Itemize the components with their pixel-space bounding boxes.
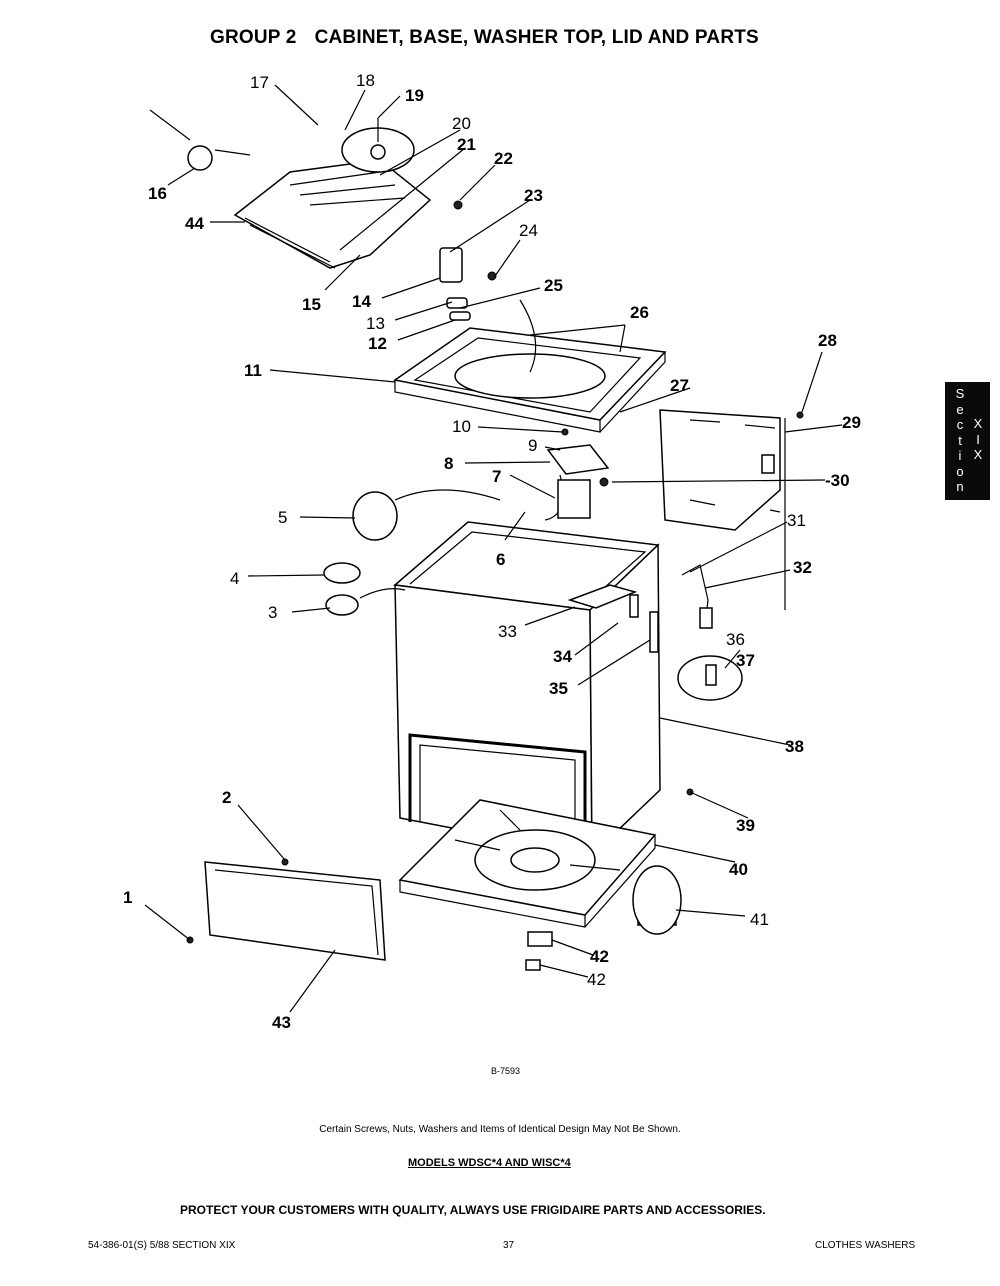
section-numeral: X I X bbox=[973, 416, 983, 462]
callout-2: 2 bbox=[222, 788, 231, 807]
models-line: MODELS WDSC*4 AND WISC*4 bbox=[408, 1157, 571, 1169]
callout-39: 39 bbox=[736, 816, 755, 835]
callout-8: 8 bbox=[444, 454, 453, 473]
footnote: Certain Screws, Nuts, Washers and Items … bbox=[319, 1124, 681, 1135]
callout-1: 1 bbox=[123, 888, 132, 907]
callout-31: 31 bbox=[787, 511, 806, 530]
callout-16: 16 bbox=[148, 184, 167, 203]
callout-labels: 1 2 3 4 5 6 7 8 9 10 11 12 13 14 15 16 1… bbox=[123, 71, 861, 1032]
callout-29: 29 bbox=[842, 413, 861, 432]
callout-30: -30 bbox=[825, 471, 850, 490]
callout-19: 19 bbox=[405, 86, 424, 105]
loose-parts bbox=[186, 411, 804, 971]
callout-26: 26 bbox=[630, 303, 649, 322]
drawing-reference: B-7593 bbox=[491, 1066, 521, 1076]
side-bracket bbox=[659, 409, 786, 610]
base bbox=[398, 799, 657, 928]
callout-24: 24 bbox=[519, 221, 538, 240]
callout-17: 17 bbox=[250, 73, 269, 92]
section-word: S e c t i o n bbox=[955, 386, 965, 494]
section-tab: S e c t i o n X I X bbox=[945, 382, 990, 500]
cabinet bbox=[393, 444, 661, 857]
protect-banner: PROTECT YOUR CUSTOMERS WITH QUALITY, ALW… bbox=[180, 1203, 766, 1217]
callout-42-upper: 42 bbox=[590, 947, 609, 966]
callout-5: 5 bbox=[278, 508, 287, 527]
callout-38: 38 bbox=[785, 737, 804, 756]
callout-11: 11 bbox=[244, 361, 262, 380]
callout-18: 18 bbox=[356, 71, 375, 90]
callout-36: 36 bbox=[726, 630, 745, 649]
callout-43: 43 bbox=[272, 1013, 291, 1032]
footer-section-name: CLOTHES WASHERS bbox=[815, 1240, 916, 1251]
callout-21: 21 bbox=[457, 135, 476, 154]
callout-25: 25 bbox=[544, 276, 563, 295]
callout-4: 4 bbox=[230, 569, 239, 588]
group-label: GROUP 2 bbox=[210, 27, 297, 48]
footer-doc-number: 54-386-01(S) 5/88 SECTION XIX bbox=[88, 1240, 236, 1251]
callout-6: 6 bbox=[496, 550, 505, 569]
page-title: GROUP 2 CABINET, BASE, WASHER TOP, LID AN… bbox=[210, 27, 759, 49]
callout-42-lower: 42 bbox=[587, 970, 606, 989]
callout-15: 15 bbox=[302, 295, 321, 314]
footer-page-number: 37 bbox=[503, 1240, 515, 1251]
front-panel bbox=[204, 861, 386, 961]
callout-12: 12 bbox=[368, 334, 387, 353]
callout-37: 37 bbox=[736, 651, 755, 670]
callout-22: 22 bbox=[494, 149, 513, 168]
callout-28: 28 bbox=[818, 331, 837, 350]
callout-13: 13 bbox=[366, 314, 385, 333]
callout-10: 10 bbox=[452, 417, 471, 436]
washer-top bbox=[393, 299, 667, 433]
callout-32: 32 bbox=[793, 558, 812, 577]
callout-14: 14 bbox=[352, 292, 371, 311]
group-title: CABINET, BASE, WASHER TOP, LID AND PARTS bbox=[314, 27, 759, 48]
callout-27: 27 bbox=[670, 376, 689, 395]
callout-3: 3 bbox=[268, 603, 277, 622]
callout-34: 34 bbox=[553, 647, 572, 666]
callout-33: 33 bbox=[498, 622, 517, 641]
callout-35: 35 bbox=[549, 679, 568, 698]
callout-7: 7 bbox=[492, 467, 501, 486]
callout-9: 9 bbox=[528, 436, 537, 455]
callout-20: 20 bbox=[452, 114, 471, 133]
callout-41: 41 bbox=[750, 910, 769, 929]
callout-44: 44 bbox=[185, 214, 204, 233]
leader-lines bbox=[144, 84, 843, 1013]
callout-40: 40 bbox=[729, 860, 748, 879]
callout-23: 23 bbox=[524, 186, 543, 205]
